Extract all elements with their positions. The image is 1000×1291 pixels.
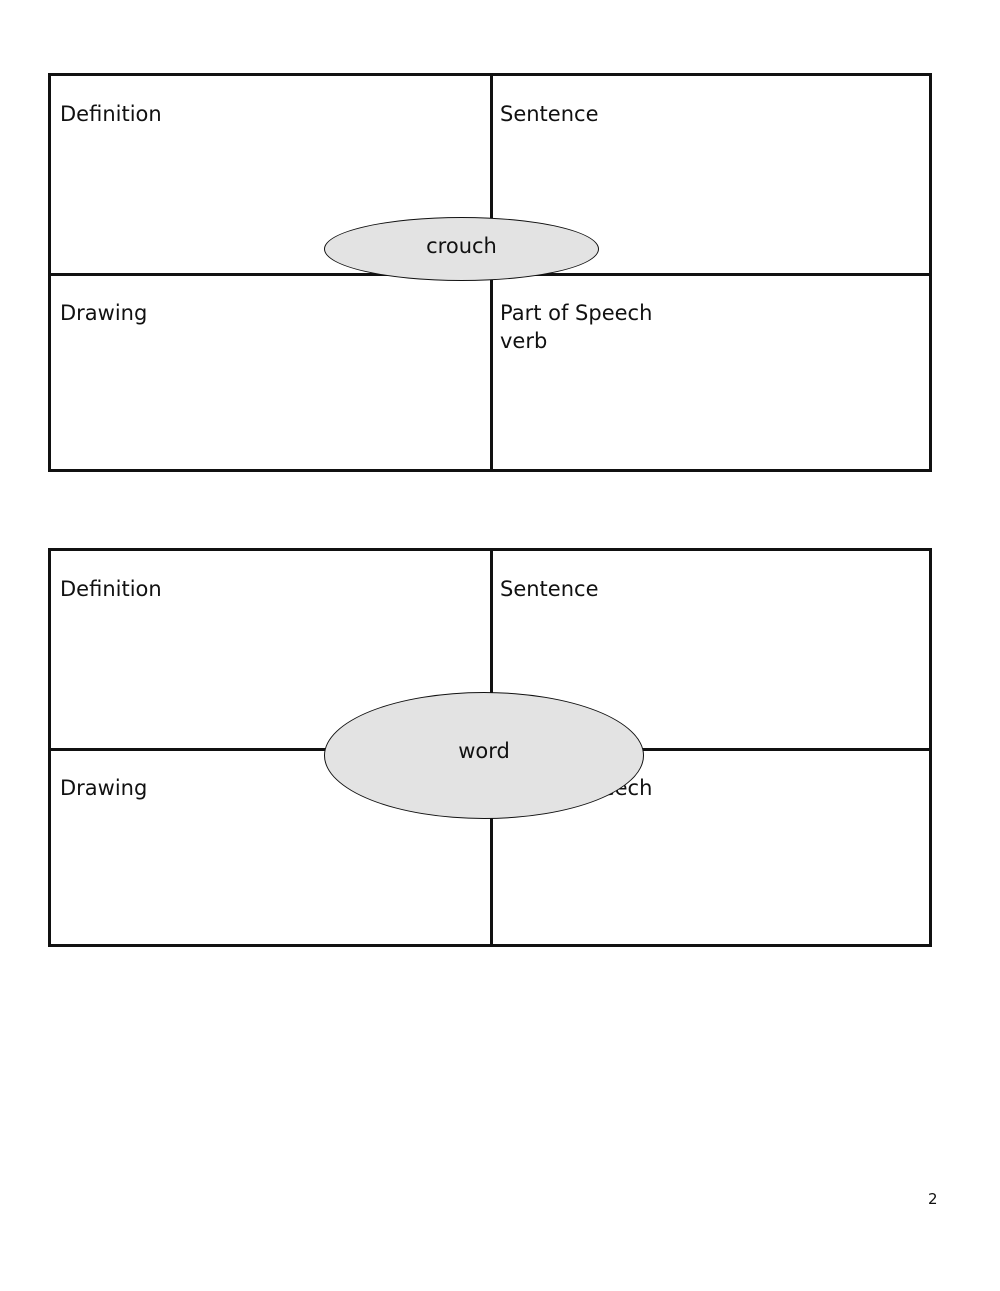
frayer-model-card: Definition Sentence Drawing Part of Spee… — [48, 73, 932, 472]
center-word: word — [458, 738, 510, 763]
center-word: crouch — [426, 234, 497, 258]
drawing-label: Drawing — [60, 776, 148, 800]
center-word-oval: crouch — [324, 217, 599, 281]
sentence-label: Sentence — [500, 577, 599, 601]
drawing-label: Drawing — [60, 301, 148, 325]
sentence-label: Sentence — [500, 102, 599, 126]
center-word-oval: word — [324, 692, 644, 819]
definition-label: Definition — [60, 102, 162, 126]
part-of-speech-value[interactable]: verb — [500, 329, 548, 353]
definition-label: Definition — [60, 577, 162, 601]
page-number: 2 — [928, 1190, 938, 1208]
frayer-model-card: Definition Sentence Drawing Part of Spee… — [48, 548, 932, 947]
part-of-speech-label: Part of Speech — [500, 301, 653, 325]
